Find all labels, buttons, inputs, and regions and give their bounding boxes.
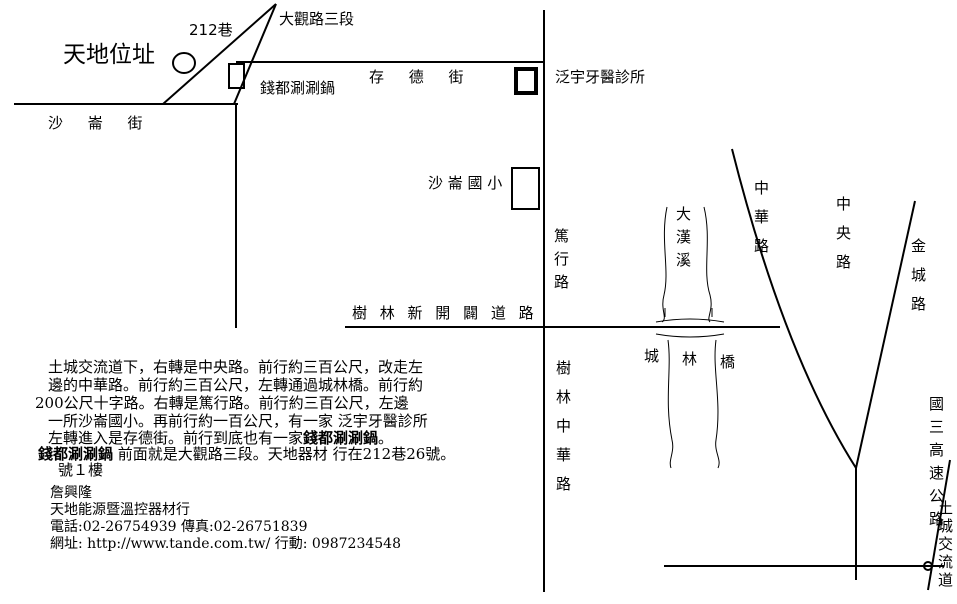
river-lower-right-bank <box>714 339 720 469</box>
directions-line-6-end: 。 <box>440 445 456 463</box>
shulin-new-road-label: 樹 林 新 開 闢 道 路 <box>352 304 538 322</box>
directions-line-1: 土城交流道下，右轉是中央路。前行約三百公尺，改走左 <box>48 358 424 376</box>
tucheng-interchange-label: 土城交流道 <box>936 500 954 590</box>
dental-clinic-building <box>514 67 538 95</box>
daguan-road-label: 大觀路三段 <box>279 10 355 28</box>
hotpot-label: 錢都涮涮鍋 <box>260 79 336 97</box>
contact-phone: 電話:02-26754939 傳真:02-26751839 <box>50 519 308 535</box>
contact-name: 詹興隆 <box>50 485 92 501</box>
river-dahan-right-bank <box>703 206 712 323</box>
directions-line-4-text: 一所沙崙國小。再前行約一百公尺，有一家 泛宇牙醫診所 <box>48 412 428 430</box>
contact-company: 天地能源暨溫控器材行 <box>50 502 190 518</box>
alley-212-label: 212巷 <box>189 21 233 39</box>
zhongyang-road-label: 中央路 <box>834 196 852 283</box>
contact-web: 網址: http://www.tande.com.tw/ 行動: 0987234… <box>50 536 401 552</box>
duhang-road-label: 篤行路 <box>552 228 570 297</box>
river-dahan-left-bank <box>661 206 668 323</box>
directions-line-6: 錢都涮涮鍋 前面就是大觀路三段。天地器材 行在212巷26號。 <box>38 446 455 462</box>
river-lower-left-bank <box>667 339 674 469</box>
road-daguan-section3 <box>162 3 277 105</box>
directions-line-5-end: 。 <box>378 429 394 447</box>
chenglin-bridge-char-2: 林 <box>682 350 698 368</box>
directions-line-6-hotpot: 錢都涮涮鍋 <box>38 445 114 463</box>
dahan-river-label: 大漢溪 <box>674 206 692 275</box>
directions-line-7: 號１樓 <box>58 461 104 479</box>
shalun-school-label: 沙 崙 國 小 <box>428 174 503 192</box>
hotpot-building <box>228 63 245 89</box>
directions-line-6-address: 行在212巷26號 <box>327 445 441 463</box>
map-title: 天地位址 <box>63 42 155 68</box>
directions-line-3: 200公尺十字路。右轉是篤行路。前行約三百公尺，左邊 <box>35 394 409 412</box>
bridge-chenglin-upper <box>655 318 725 323</box>
shalun-street-label: 沙 崙 街 <box>48 114 153 132</box>
directions-hotpot-name: 錢都涮涮鍋 <box>303 429 379 447</box>
directions-line-6-text: 前面就是大觀路三段。天地器材 <box>113 445 328 463</box>
directions-line-5: 左轉進入是存德街。前行到底也有一家錢都涮涮鍋。 <box>48 430 393 446</box>
bridge-chenglin-lower <box>655 333 725 338</box>
shalun-school-building <box>511 167 540 210</box>
tucheng-interchange-marker <box>923 561 933 571</box>
directions-line-5-text: 左轉進入是存德街。前行到底也有一家 <box>48 429 304 447</box>
shulin-zhonghua-road-label: 樹林中華路 <box>554 360 572 505</box>
dental-clinic-label: 泛宇牙醫診所 <box>555 68 646 86</box>
road-zhonghua-road <box>731 148 857 469</box>
zhonghua-road-label: 中華路 <box>752 180 770 267</box>
contact-info: 詹興隆 天地能源暨溫控器材行 電話:02-26754939 傳真:02-2675… <box>50 485 401 553</box>
tiandi-location-marker <box>172 52 196 74</box>
directions-line-4: 一所沙崙國小。再前行約一百公尺，有一家 泛宇牙醫診所 <box>48 413 428 429</box>
chenglin-bridge-char-3: 橋 <box>720 353 736 371</box>
cunde-street-label: 存 德 街 <box>369 68 474 86</box>
road-jincheng-road <box>855 200 916 469</box>
freeway-3-label: 國三高速公路 <box>927 396 945 534</box>
jincheng-road-label: 金城路 <box>909 238 927 325</box>
directions-line-2: 邊的中華路。前行約三百公尺，左轉通過城林橋。前行約 <box>48 376 424 394</box>
chenglin-bridge-char-1: 城 <box>644 347 660 365</box>
